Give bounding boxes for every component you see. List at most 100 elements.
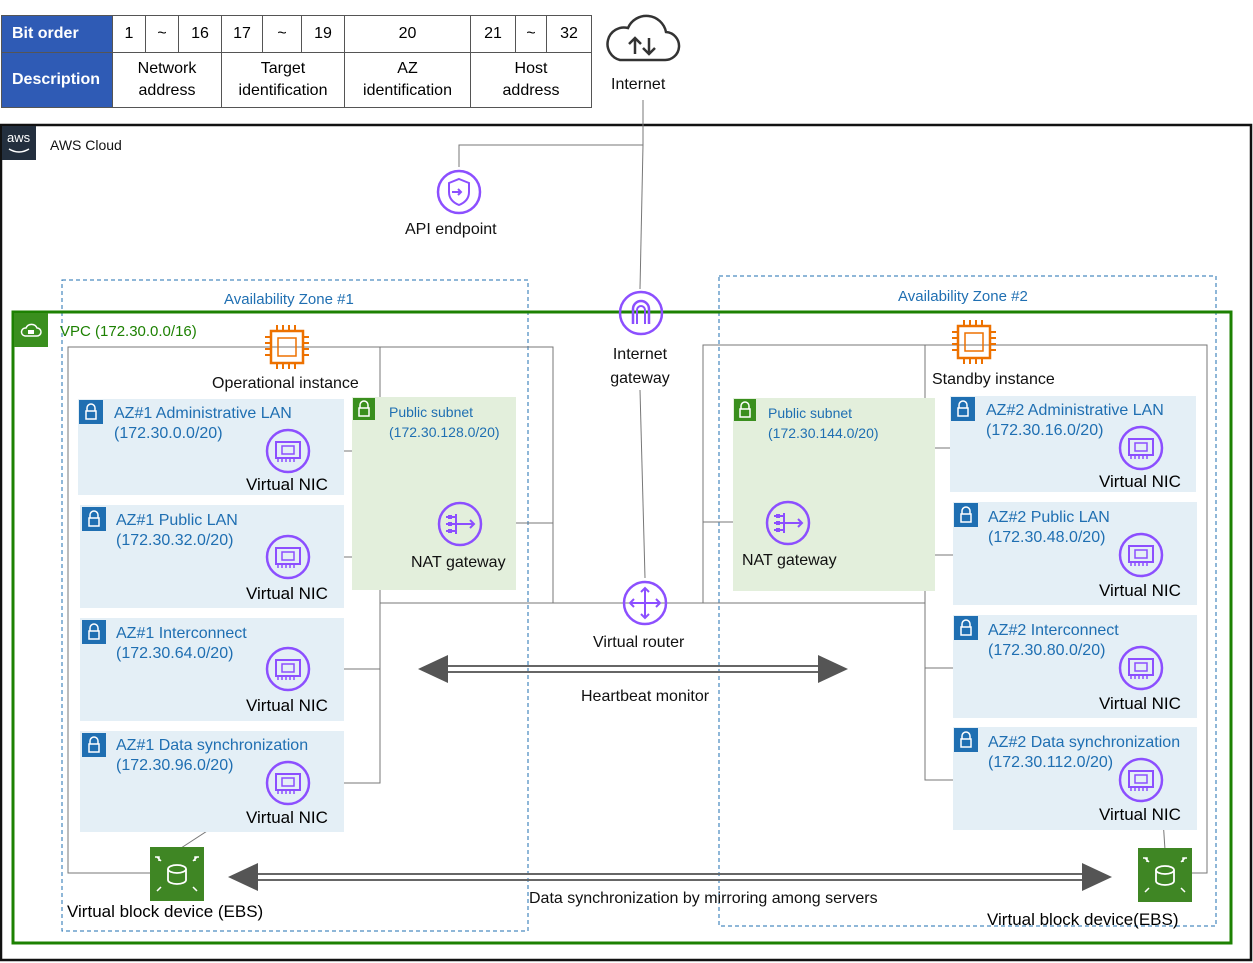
bit-order-header: Bit order [1, 15, 113, 53]
network-interface-icon [1118, 645, 1164, 691]
az2-public-subnet-cidr: (172.30.144.0/20) [768, 425, 879, 441]
vpc-label: VPC (172.30.0.0/16) [60, 323, 197, 340]
az2-title: Availability Zone #2 [898, 288, 1028, 305]
vpc-badge [14, 313, 48, 347]
network-interface-icon [1118, 425, 1164, 471]
bit-cell: 16 [178, 15, 222, 53]
nat-gateway-icon [765, 500, 811, 546]
internet-gateway-icon [618, 290, 664, 336]
nic-label: Virtual NIC [1099, 581, 1181, 600]
heartbeat-arrow [418, 655, 848, 683]
subnet-name: AZ#2 Administrative LAN [986, 402, 1164, 419]
nic-label: Virtual NIC [1099, 472, 1181, 491]
nic-label: Virtual NIC [246, 584, 328, 603]
internet-to-api-line [458, 100, 644, 167]
network-interface-icon [265, 760, 311, 806]
operational-instance-label: Operational instance [212, 375, 359, 392]
az1-instance-frame [67, 346, 380, 874]
subnet-cidr: (172.30.96.0/20) [116, 757, 234, 774]
lock-icon [954, 728, 978, 752]
nat1-uplink-line [380, 346, 554, 523]
subnet-cidr: (172.30.48.0/20) [988, 529, 1106, 546]
aws-logo: aws [2, 126, 36, 160]
api-endpoint-label: API endpoint [405, 221, 497, 238]
network-interface-icon [1118, 532, 1164, 578]
lock-icon [82, 620, 106, 644]
bit-cell: ~ [262, 15, 302, 53]
lock-icon [734, 399, 756, 421]
bit-order-table: Bit order 1 ~ 16 17 ~ 19 20 21 ~ 32 Desc… [1, 15, 592, 108]
az2-instance-frame [925, 344, 1208, 874]
bit-cell: 19 [301, 15, 345, 53]
subnet-cidr: (172.30.64.0/20) [116, 645, 234, 662]
standby-instance-label: Standby instance [932, 371, 1055, 388]
data-sync-label: Data synchronization by mirroring among … [529, 890, 878, 907]
internet-label: Internet [611, 76, 666, 93]
network-interface-icon [265, 646, 311, 692]
igw-to-router-line [639, 389, 646, 579]
network-interface-icon [265, 534, 311, 580]
az2-frame [718, 275, 1217, 927]
az1-public-subnet-name: Public subnet [389, 404, 474, 420]
subnet-cidr: (172.30.16.0/20) [986, 422, 1104, 439]
vpc-frame [11, 310, 1233, 945]
network-interface-icon [1118, 757, 1164, 803]
subnet-name: AZ#1 Data synchronization [116, 737, 309, 754]
ec2-instance-icon [952, 320, 996, 364]
subnet-cidr: (172.30.80.0/20) [988, 642, 1106, 659]
subnet-name: AZ#1 Interconnect [116, 625, 247, 642]
az2-public-subnet-name: Public subnet [768, 405, 853, 421]
nic-label: Virtual NIC [1099, 694, 1181, 713]
az2-nat-label: NAT gateway [742, 552, 837, 569]
az1-ebs-label: Virtual block device (EBS) [67, 902, 264, 921]
vpc-cloud-lock-icon [20, 323, 42, 337]
lock-icon [353, 398, 375, 420]
description-header: Description [1, 52, 113, 108]
router-icon [622, 580, 668, 626]
nic-label: Virtual NIC [246, 475, 328, 494]
subnet-cidr: (172.30.32.0/20) [116, 532, 234, 549]
az1-title: Availability Zone #1 [224, 291, 354, 308]
network-interface-icon [265, 428, 311, 474]
data-sync-arrow [228, 863, 1112, 891]
az2-ebs-label: Virtual block device(EBS) [987, 910, 1179, 929]
lock-icon [82, 507, 106, 531]
az2-subnet-interconnect [953, 615, 1197, 718]
heartbeat-label: Heartbeat monitor [581, 688, 710, 705]
az2-subnet-public-lan [953, 502, 1197, 605]
az2-subnet-admin [950, 396, 1196, 492]
bit-cell: 32 [546, 15, 592, 53]
subnet-cidr: (172.30.112.0/20) [988, 754, 1114, 771]
api-endpoint-icon [436, 169, 482, 215]
subnet-cidr: (172.30.0.0/20) [114, 425, 223, 442]
internet-to-igw-line [639, 144, 644, 290]
lock-icon [951, 397, 975, 421]
ebs-volume-icon [150, 847, 204, 901]
bit-cell: ~ [145, 15, 179, 53]
lock-icon [82, 733, 106, 757]
bit-cell: 20 [344, 15, 471, 53]
az1-public-subnet-cidr: (172.30.128.0/20) [389, 424, 500, 440]
bit-cell: 1 [112, 15, 146, 53]
nic-label: Virtual NIC [246, 696, 328, 715]
lock-icon [79, 400, 103, 424]
ebs-volume-icon [1138, 848, 1192, 902]
lock-icon [954, 616, 978, 640]
az2-subnet-data-sync [953, 727, 1197, 830]
nic-label: Virtual NIC [246, 808, 328, 827]
aws-cloud-label: AWS Cloud [50, 137, 122, 153]
ec2-instance-icon [265, 325, 309, 369]
aws-cloud-frame [0, 123, 1253, 962]
lock-icon [954, 503, 978, 527]
subnet-name: AZ#1 Administrative LAN [114, 405, 292, 422]
nat2-uplink-line [702, 344, 925, 522]
virtual-router-label: Virtual router [593, 634, 685, 651]
subnet-name: AZ#2 Interconnect [988, 622, 1119, 639]
nic-label: Virtual NIC [1099, 805, 1181, 824]
az1-frame [61, 279, 529, 932]
az1-public-subnet [352, 397, 516, 590]
